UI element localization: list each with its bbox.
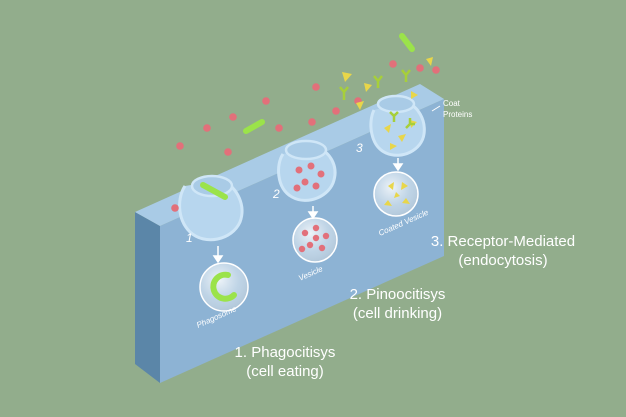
- caption-pinocytosis: 2. Pinoocitisys (cell drinking): [335, 285, 460, 323]
- bacteria-icons: [243, 33, 415, 134]
- coated-vesicle-sphere: [373, 171, 419, 217]
- digested-bacterium-icon: [210, 271, 237, 302]
- caption-pinocytosis-title: 2. Pinoocitisys: [349, 286, 446, 303]
- stage-number-1: 1: [186, 231, 193, 245]
- fluid-particles: [293, 162, 325, 192]
- free-coat-proteins: [342, 57, 433, 110]
- coat-proteins-label-line1: Coat: [443, 99, 461, 108]
- caption-receptor-mediated: 3. Receptor-Mediated (endocytosis): [420, 232, 586, 270]
- stage-number-3: 3: [356, 141, 363, 155]
- bacterium-icon: [200, 182, 228, 200]
- vesicle-sphere: [292, 217, 338, 263]
- membrane-side-face: [135, 212, 160, 383]
- caption-pinocytosis-subtitle: (cell drinking): [352, 305, 443, 322]
- caption-receptor-mediated-subtitle: (endocytosis): [458, 252, 548, 269]
- phagosome-sphere: [199, 262, 249, 312]
- phagocytosis-pocket: [178, 174, 244, 242]
- pinocytosis-pocket: [277, 139, 337, 202]
- caption-phagocytosis: 1. Phagocitisys (cell eating): [220, 343, 350, 381]
- transport-arrows: [212, 158, 404, 264]
- stage-number-2: 2: [272, 187, 280, 201]
- coat-proteins-label-line2: Proteins: [443, 110, 472, 119]
- caption-receptor-mediated-title: 3. Receptor-Mediated: [430, 233, 576, 250]
- caption-phagocytosis-title: 1. Phagocitisys: [234, 344, 336, 361]
- caption-phagocytosis-subtitle: (cell eating): [246, 363, 324, 380]
- receptor-icon: [389, 111, 415, 129]
- coat-proteins-pointer: [431, 105, 441, 112]
- extracellular-particles: [171, 60, 440, 212]
- free-receptors: [339, 69, 411, 100]
- receptor-pocket: [369, 94, 426, 157]
